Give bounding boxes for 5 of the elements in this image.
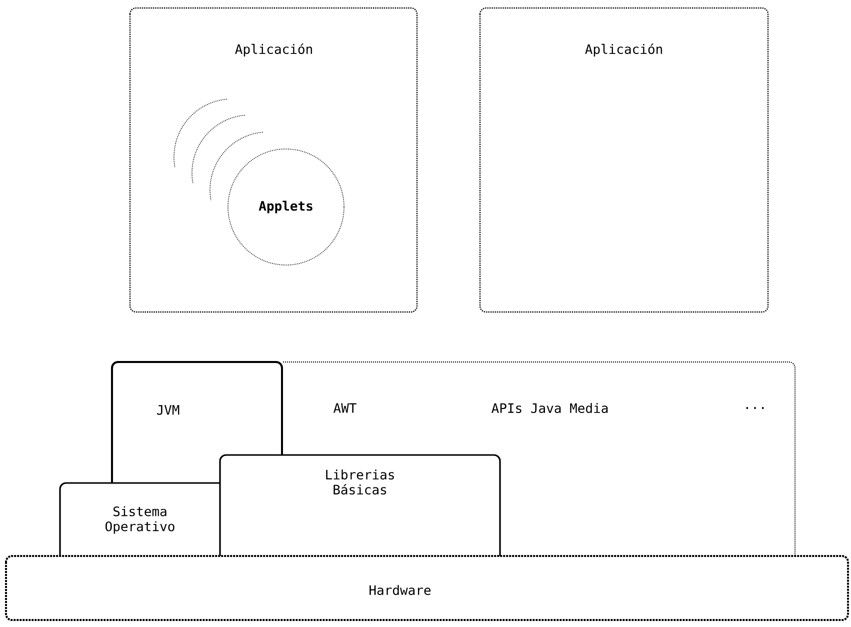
jvm-box: JVM (111, 361, 283, 483)
operating-system-box: Sistema Operativo (59, 482, 220, 556)
libraries-box: Librerias Básicas (219, 454, 501, 556)
hardware-box: Hardware (5, 555, 849, 621)
application-box: Aplicación (479, 7, 769, 313)
